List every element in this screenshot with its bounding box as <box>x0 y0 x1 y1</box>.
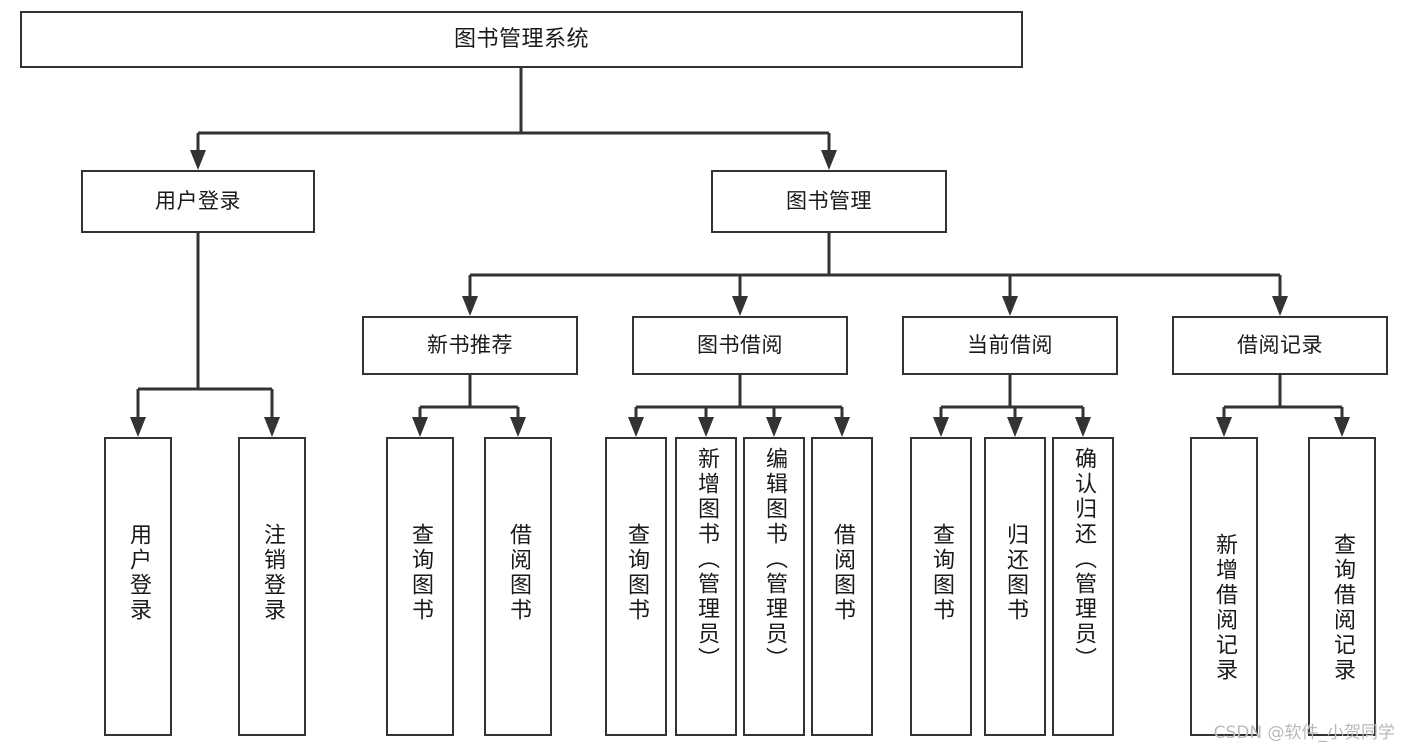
leaf-edit-book-admin[interactable]: 编辑图书（管理员） <box>743 437 805 736</box>
leaf-query-book-2[interactable]: 查询图书 <box>605 437 667 736</box>
node-new-book-recommend[interactable]: 新书推荐 <box>362 316 578 375</box>
node-book-manage[interactable]: 图书管理 <box>711 170 947 233</box>
node-book-borrow-label: 图书借阅 <box>697 333 783 358</box>
node-user-login[interactable]: 用户登录 <box>81 170 315 233</box>
leaf-confirm-return-admin[interactable]: 确认归还（管理员） <box>1052 437 1114 736</box>
node-current-borrow-label: 当前借阅 <box>967 333 1053 358</box>
node-root[interactable]: 图书管理系统 <box>20 11 1023 68</box>
leaf-add-book-admin-label: 新增图书（管理员） <box>694 447 719 672</box>
leaf-borrow-book-2-label: 借阅图书 <box>830 523 855 623</box>
node-borrow-record-label: 借阅记录 <box>1237 333 1323 358</box>
leaf-add-borrow-record-label: 新增借阅记录 <box>1212 533 1237 683</box>
leaf-logout-label: 注销登录 <box>260 523 285 623</box>
node-root-label: 图书管理系统 <box>453 26 589 52</box>
leaf-query-book-1[interactable]: 查询图书 <box>386 437 454 736</box>
leaf-user-login-label: 用户登录 <box>126 523 151 623</box>
leaf-query-book-3[interactable]: 查询图书 <box>910 437 972 736</box>
leaf-query-borrow-record-label: 查询借阅记录 <box>1330 533 1355 683</box>
leaf-query-book-1-label: 查询图书 <box>408 523 433 623</box>
watermark: CSDN @软件_小贺同学 <box>1213 723 1395 743</box>
leaf-user-login[interactable]: 用户登录 <box>104 437 172 736</box>
leaf-query-book-2-label: 查询图书 <box>624 523 649 623</box>
leaf-return-book[interactable]: 归还图书 <box>984 437 1046 736</box>
leaf-confirm-return-admin-label: 确认归还（管理员） <box>1071 447 1096 672</box>
leaf-add-book-admin[interactable]: 新增图书（管理员） <box>675 437 737 736</box>
node-user-login-label: 用户登录 <box>155 189 241 214</box>
leaf-query-borrow-record[interactable]: 查询借阅记录 <box>1308 437 1376 736</box>
leaf-query-book-3-label: 查询图书 <box>929 523 954 623</box>
node-new-book-recommend-label: 新书推荐 <box>427 333 513 358</box>
leaf-borrow-book-1[interactable]: 借阅图书 <box>484 437 552 736</box>
leaf-edit-book-admin-label: 编辑图书（管理员） <box>762 447 787 672</box>
leaf-add-borrow-record[interactable]: 新增借阅记录 <box>1190 437 1258 736</box>
leaf-borrow-book-2[interactable]: 借阅图书 <box>811 437 873 736</box>
leaf-borrow-book-1-label: 借阅图书 <box>506 523 531 623</box>
node-current-borrow[interactable]: 当前借阅 <box>902 316 1118 375</box>
node-book-manage-label: 图书管理 <box>786 189 872 214</box>
leaf-logout[interactable]: 注销登录 <box>238 437 306 736</box>
node-book-borrow[interactable]: 图书借阅 <box>632 316 848 375</box>
node-borrow-record[interactable]: 借阅记录 <box>1172 316 1388 375</box>
leaf-return-book-label: 归还图书 <box>1003 523 1028 623</box>
